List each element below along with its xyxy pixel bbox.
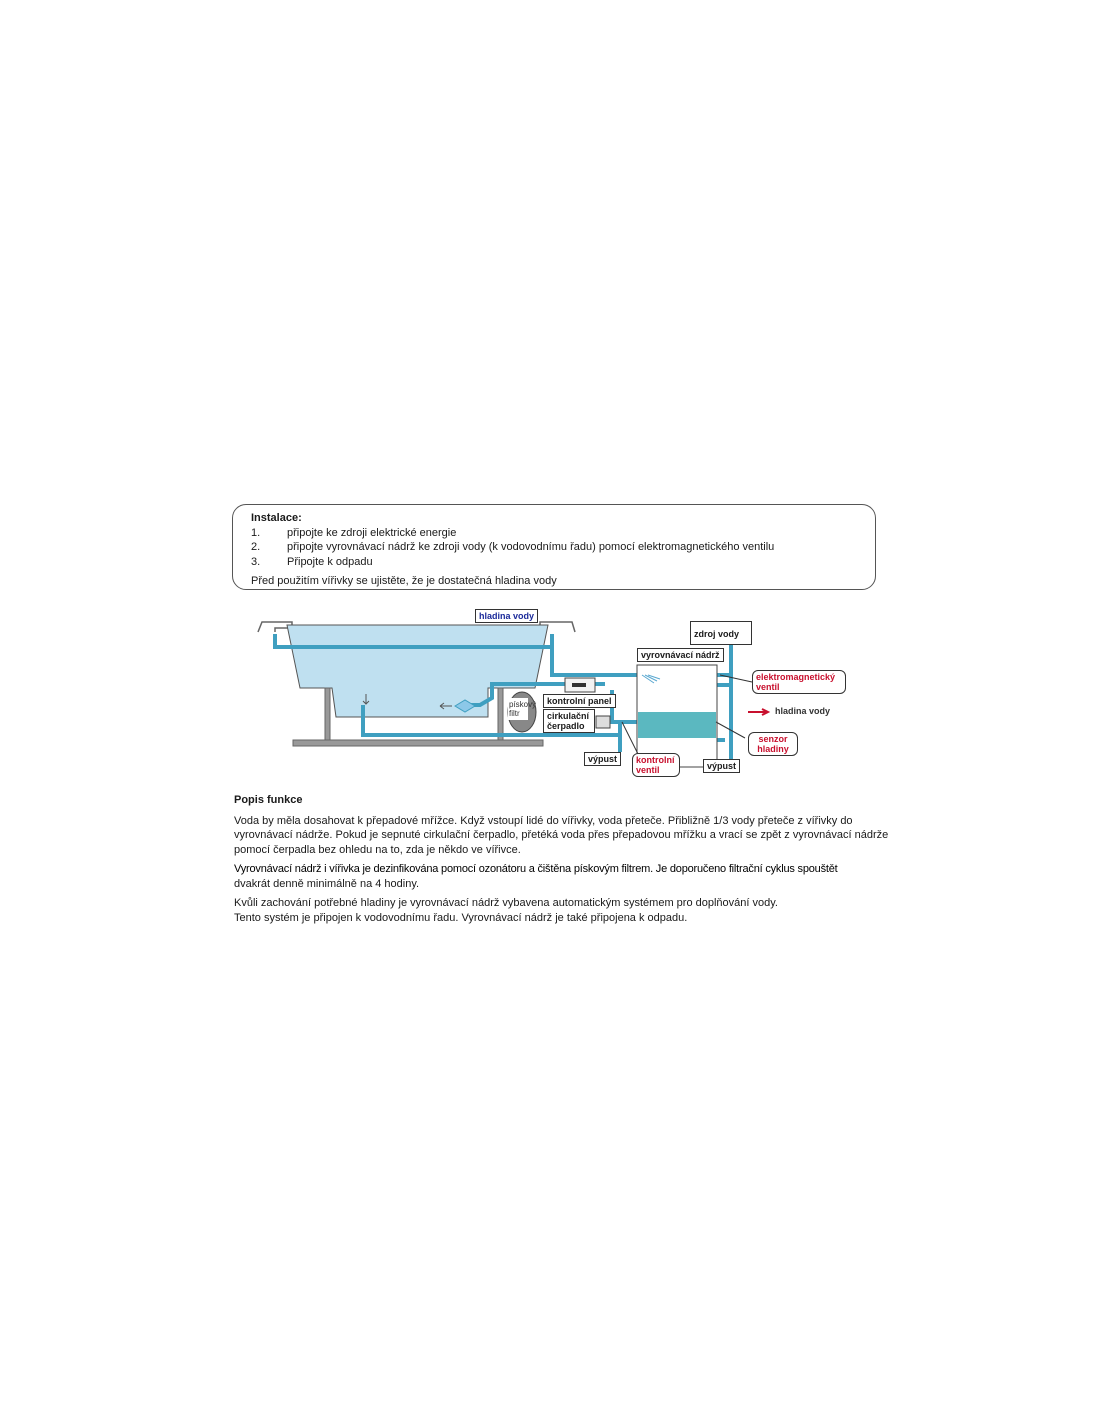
description-paragraph-2-rest: dvakrát denně minimálně na 4 hodiny. xyxy=(234,877,420,890)
arrow-down-icon xyxy=(362,694,370,705)
label-check-valve: kontrolní ventil xyxy=(632,753,680,777)
pipe-jet xyxy=(470,682,605,707)
label-control-panel: kontrolní panel xyxy=(543,694,616,708)
label-balance-tank: vyrovnávací nádrž xyxy=(637,648,724,662)
step-text: Připojte k odpadu xyxy=(287,555,373,568)
description-section: Popis funkce Voda by měla dosahovat k př… xyxy=(234,793,894,930)
label-solenoid-valve: elektromagnetický ventil xyxy=(752,670,846,694)
pump-icon xyxy=(595,715,611,729)
arrow-left-icon xyxy=(439,702,452,710)
pipe-return xyxy=(361,705,620,737)
frame-leg-right xyxy=(497,687,504,741)
step-2: 2. připojte vyrovnávací nádrž ke zdroji v… xyxy=(251,540,875,555)
tub-rim-left xyxy=(257,621,293,633)
pipe-top xyxy=(273,634,552,649)
label-sand-filter: pískový filtr xyxy=(509,700,537,718)
installation-box: Instalace: 1. připojte ke zdroji elektric… xyxy=(232,504,876,590)
label-drain-left: výpust xyxy=(584,752,622,766)
label-water-level-right: hladina vody xyxy=(775,706,831,716)
frame-base xyxy=(292,739,544,747)
description-paragraph-3-line-2: Tento systém je připojen k vodovodnímu ř… xyxy=(234,911,688,924)
pipe-overflow xyxy=(550,634,640,677)
label-level-sensor: senzor hladiny xyxy=(748,732,798,756)
water-level-arrow xyxy=(748,708,771,716)
installation-title: Instalace: xyxy=(251,512,302,524)
description-paragraph-3-line-1: Kvůli zachování potřebné hladiny je vyro… xyxy=(234,897,778,909)
description-paragraph-2-emphasis: Vyrovnávací nádrž i vířivka je dezinfiko… xyxy=(234,863,838,875)
overflow-spray xyxy=(641,674,661,684)
description-title: Popis funkce xyxy=(234,794,303,806)
frame-leg-left xyxy=(324,687,331,741)
label-drain-right: výpust xyxy=(703,759,741,773)
installation-note: Před použitím vířivky se ujistěte, že je… xyxy=(251,575,557,587)
step-number: 2. xyxy=(251,541,261,553)
label-water-source: zdroj vody xyxy=(690,621,752,645)
callout-line xyxy=(621,674,753,759)
tank-water xyxy=(638,712,716,738)
description-paragraph-1: Voda by měla dosahovat k přepadové mřížc… xyxy=(234,814,889,856)
step-text: připojte ke zdroji elektrické energie xyxy=(287,526,457,539)
jet-icon xyxy=(454,699,476,713)
label-water-level-top: hladina vody xyxy=(475,609,539,623)
step-number: 1. xyxy=(251,526,261,539)
pipe-pump xyxy=(610,690,640,724)
step-text: připojte vyrovnávací nádrž ke zdroji vod… xyxy=(287,541,775,553)
step-3: 3. Připojte k odpadu xyxy=(251,555,875,570)
step-1: 1. připojte ke zdroji elektrické energie xyxy=(251,526,875,541)
label-circulation-pump: cirkulační čerpadlo xyxy=(543,709,595,733)
step-number: 3. xyxy=(251,555,261,568)
